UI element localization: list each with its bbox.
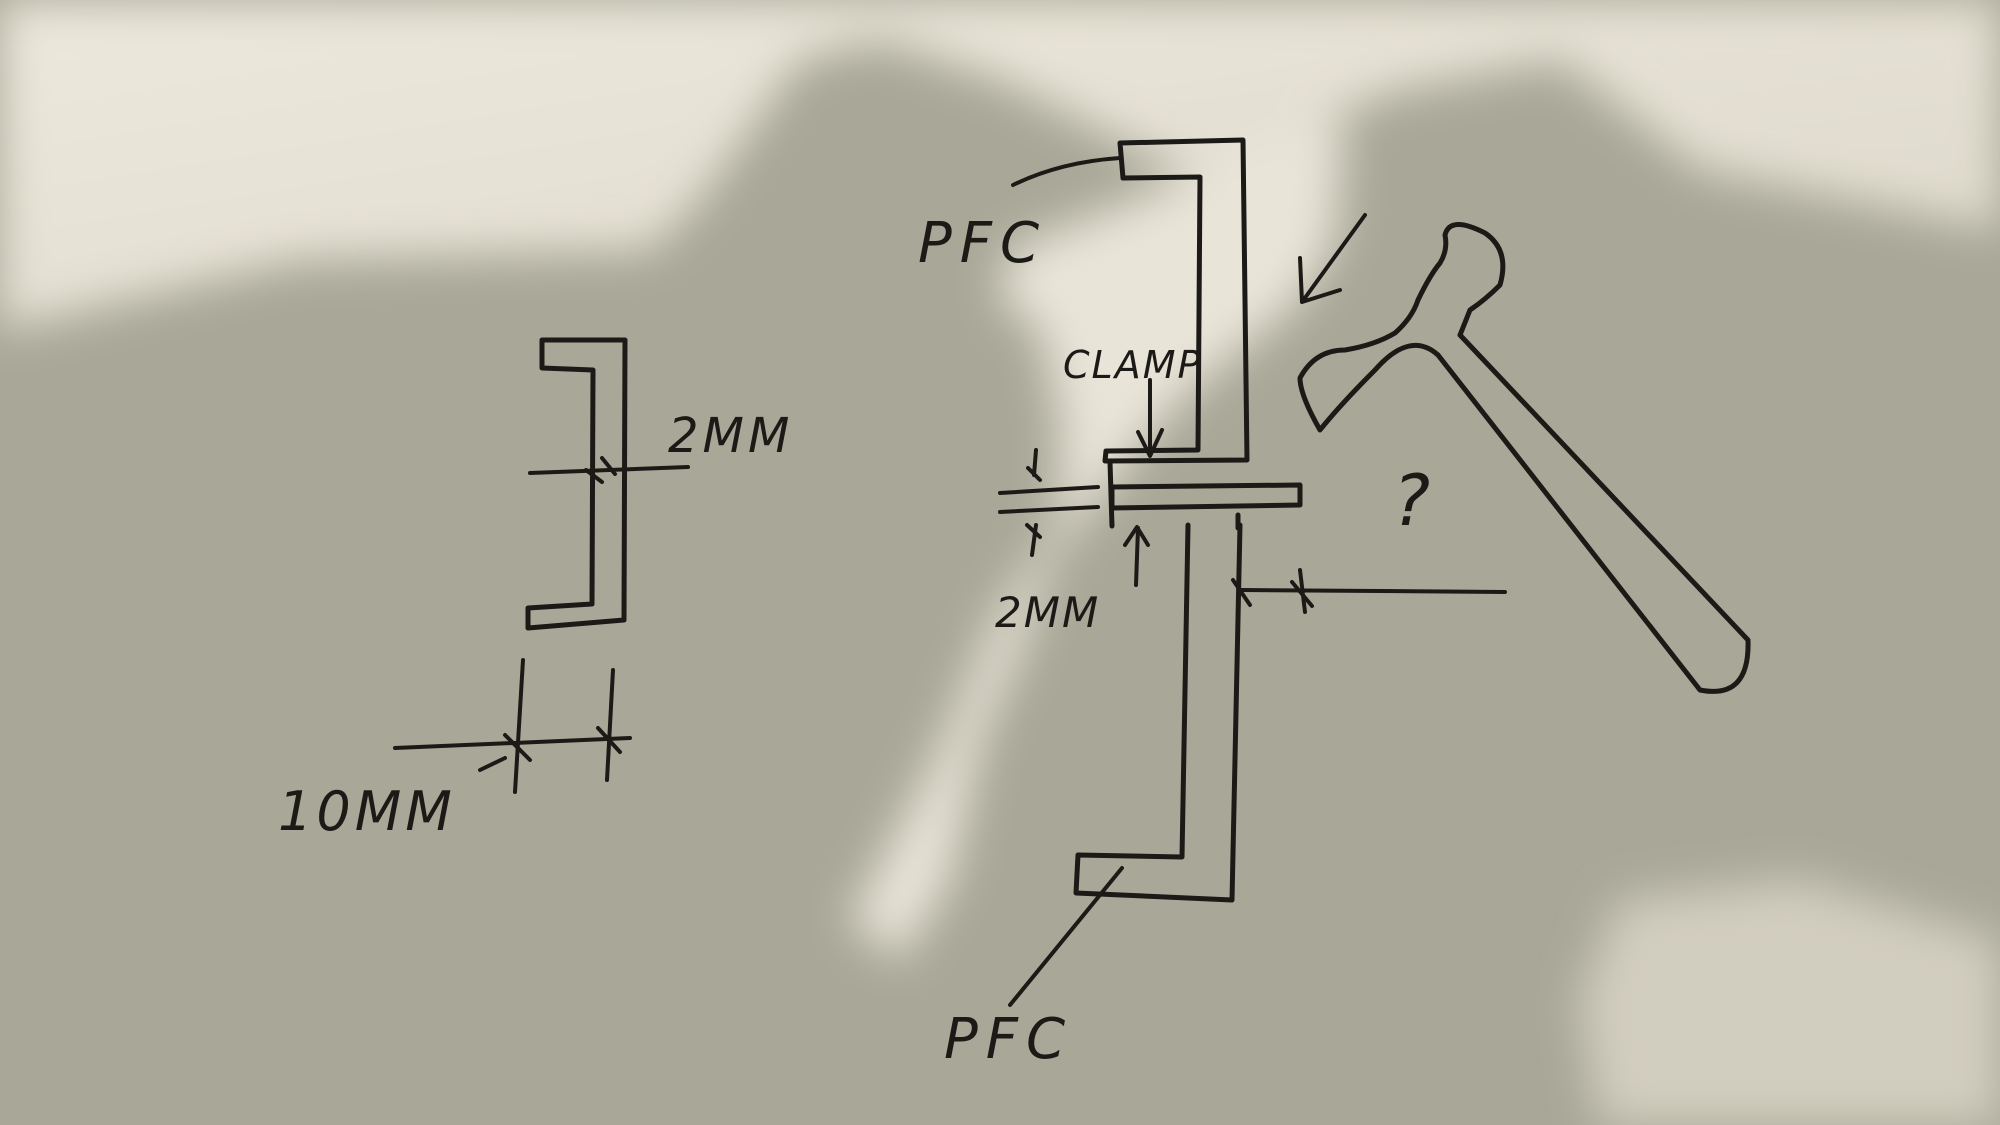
thickness-center-label: 2MM bbox=[995, 588, 1100, 637]
force-arrow bbox=[1298, 213, 1367, 304]
pfc-top-leader bbox=[1011, 156, 1122, 187]
thickness-left-label: 2MM bbox=[668, 408, 793, 464]
pfc-bottom-label: PFC bbox=[944, 1007, 1073, 1072]
width-left-label: 10MM bbox=[278, 780, 456, 843]
unknown-gap-label: ? bbox=[1393, 460, 1430, 542]
top-pfc-channel bbox=[1102, 137, 1250, 464]
pfc-top-label: PFC bbox=[918, 211, 1047, 276]
gap-dimension bbox=[1231, 568, 1507, 614]
plate-thickness-dimension bbox=[998, 448, 1150, 587]
dimension-width-left bbox=[393, 658, 632, 794]
clamped-plate bbox=[1107, 459, 1303, 529]
clamp-arrow bbox=[1136, 378, 1164, 458]
hammer-icon bbox=[1297, 222, 1751, 694]
pfc-bottom-leader bbox=[1008, 866, 1124, 1007]
clamp-label: CLAMP bbox=[1063, 343, 1202, 387]
dimension-thickness-left bbox=[528, 456, 690, 484]
small-channel bbox=[525, 337, 628, 631]
bottom-pfc-channel bbox=[1073, 512, 1243, 903]
